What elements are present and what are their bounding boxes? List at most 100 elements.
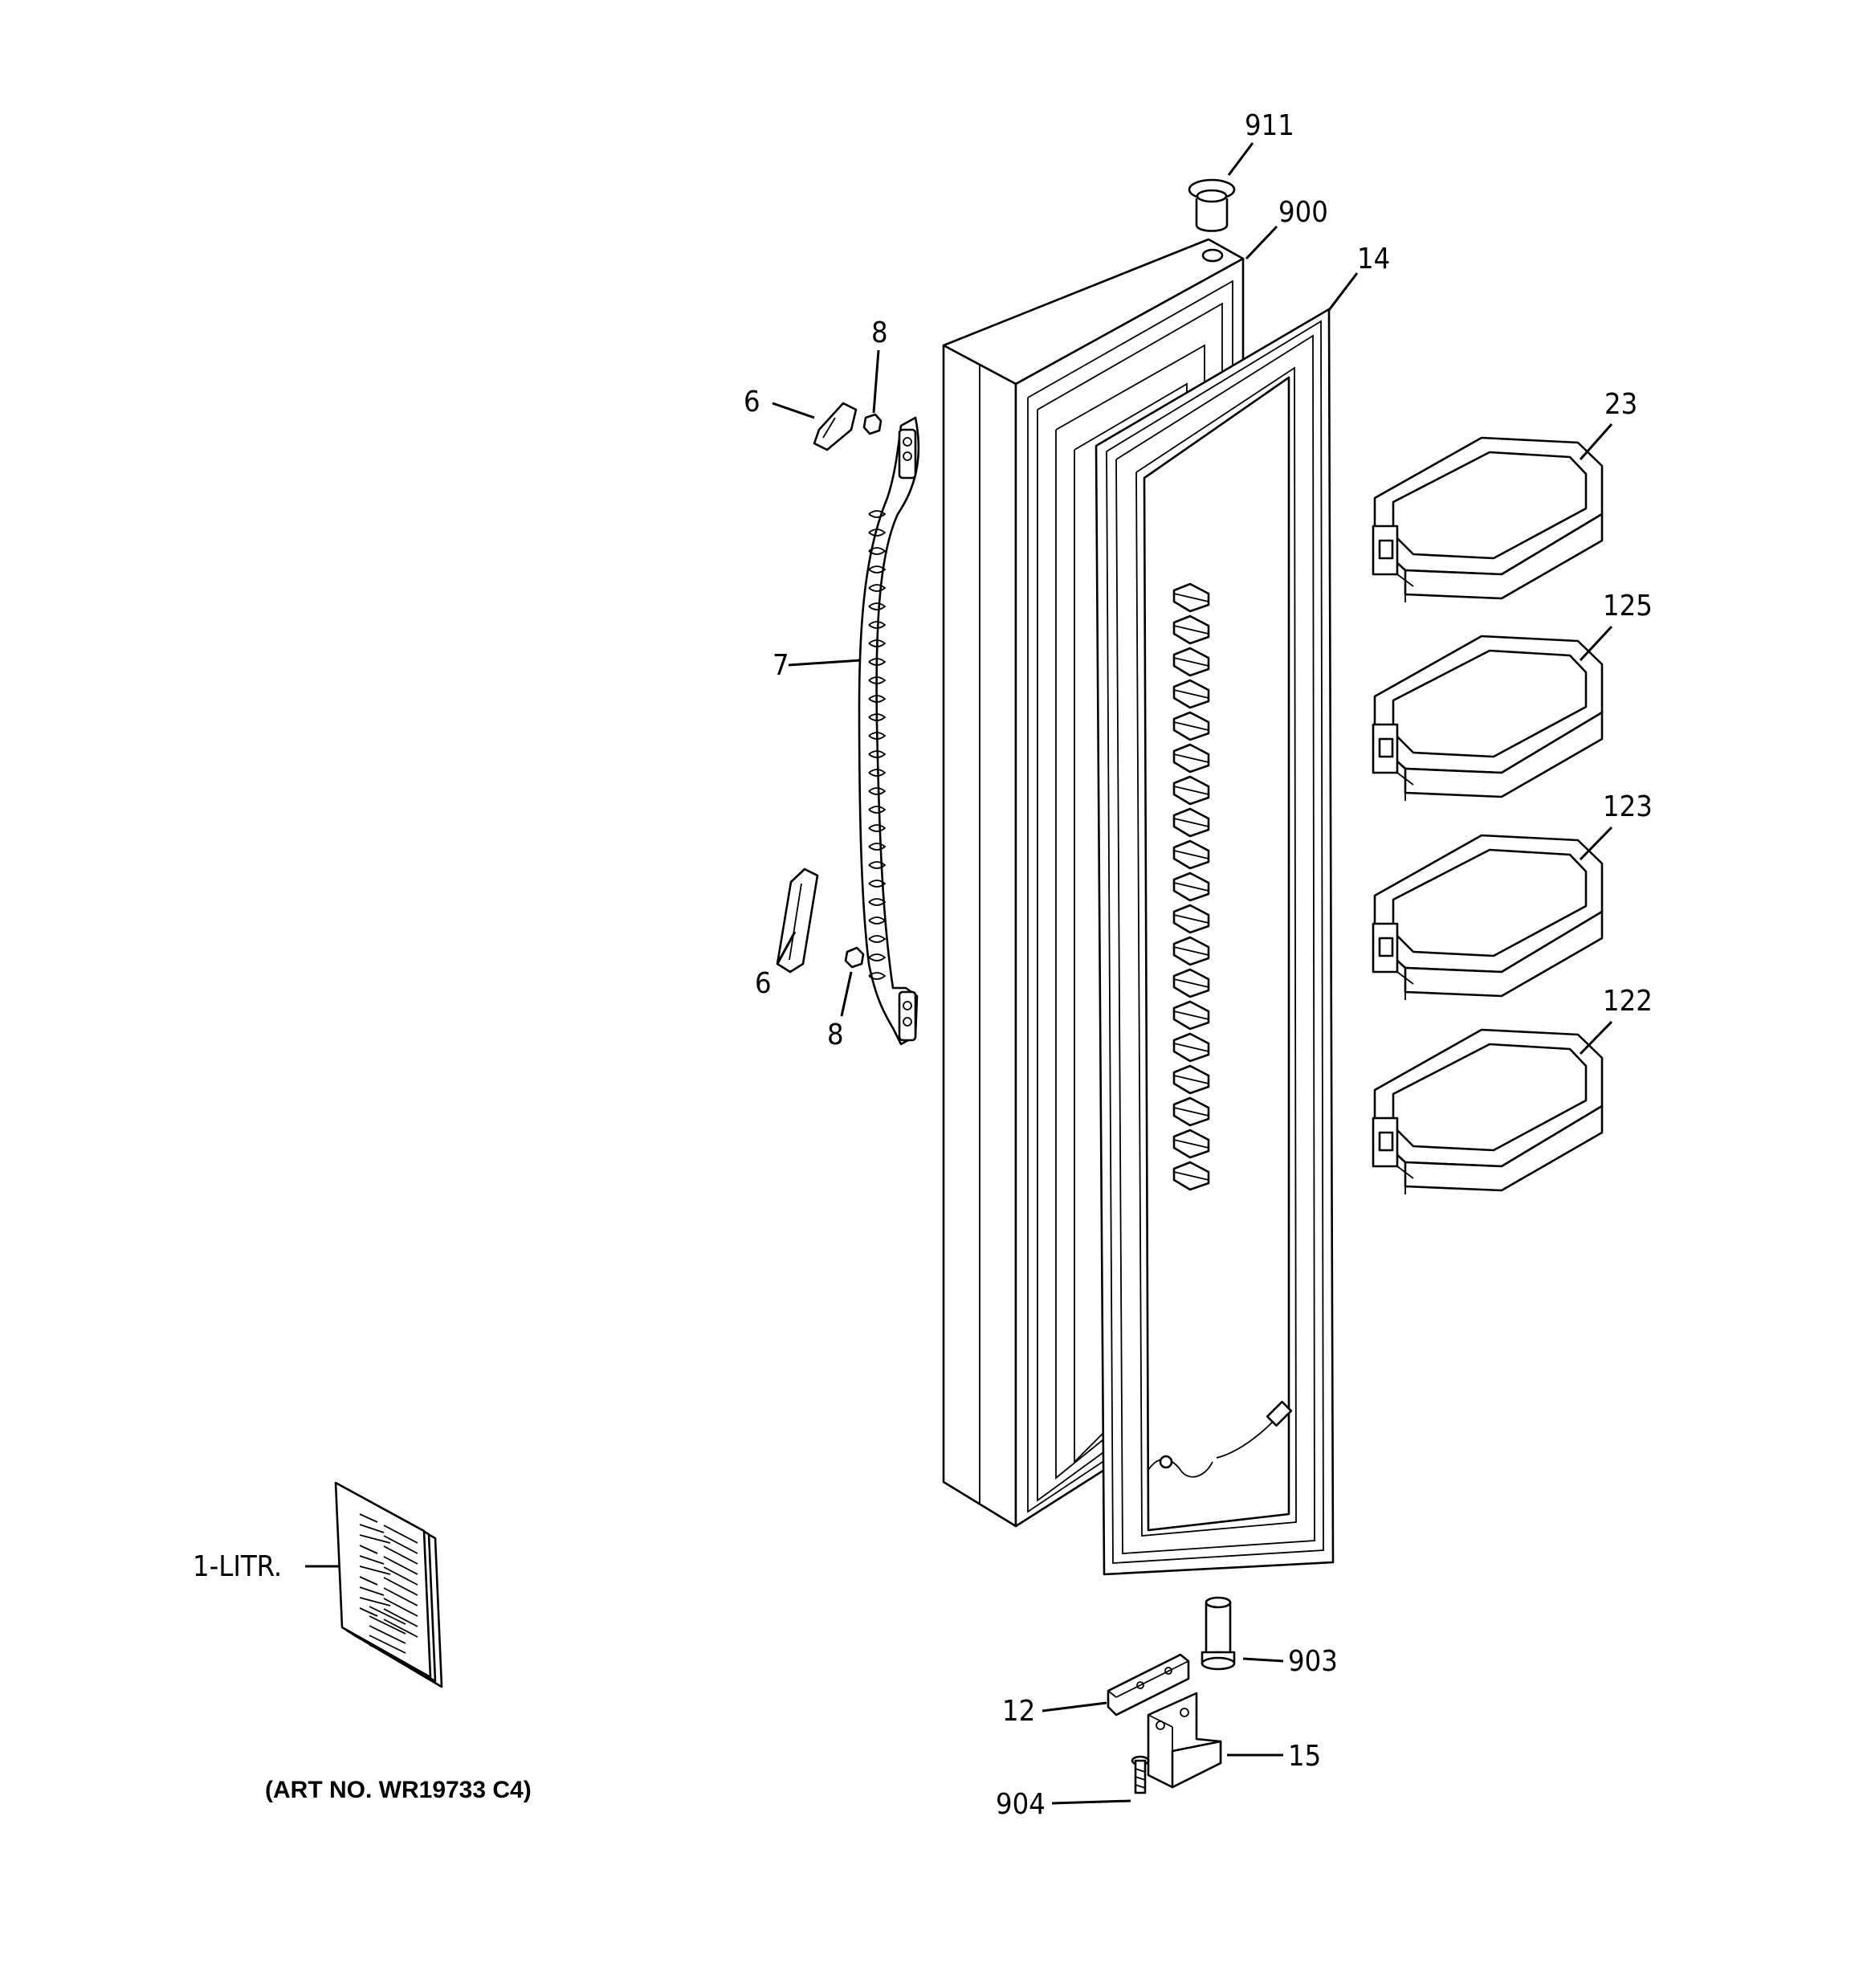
shelf-rail-tab <box>1172 647 1210 677</box>
shelf-rail-tab <box>1172 1064 1210 1095</box>
callout-904: 904 <box>996 1788 1046 1821</box>
callout-6-top: 6 <box>744 386 760 418</box>
handle-grip-bump <box>868 565 887 574</box>
door-bin <box>1372 834 1604 1000</box>
shelf-rail-tab <box>1172 743 1210 774</box>
shelf-rail-tab <box>1172 872 1210 902</box>
handle-screw-bottom <box>844 946 865 969</box>
handle-grip-bump <box>868 916 887 925</box>
shelf-rail-tab <box>1172 582 1210 613</box>
door-gasket <box>1095 308 1335 1576</box>
handle-screw-top <box>862 413 883 435</box>
manual-text-line <box>359 1545 378 1554</box>
handle-grip-bump <box>868 529 887 537</box>
shelf-rail-tab <box>1172 711 1210 741</box>
leader-lines <box>305 142 1613 1805</box>
callout-8-bottom: 8 <box>827 1018 844 1051</box>
door-wire-harness <box>1148 1400 1293 1478</box>
handle-grip-bump <box>868 639 887 647</box>
door-bins <box>1372 436 1604 1194</box>
handle-grip-bump <box>868 713 887 721</box>
handle-grip-bump <box>868 732 887 740</box>
manual-text-line <box>383 1556 418 1575</box>
handle-grip-bump <box>868 806 887 814</box>
door-bin <box>1372 436 1604 602</box>
callout-123: 123 <box>1603 790 1653 823</box>
shelf-rail-tab <box>1172 936 1210 966</box>
shelf-rail-tab <box>1172 1096 1210 1127</box>
handle-grip-bump <box>868 824 887 832</box>
handle-grip-bump <box>868 547 887 555</box>
handle-grip-bump <box>868 750 887 758</box>
art-number: (ART NO. WR19733 C4) <box>265 1777 532 1803</box>
callout-23: 23 <box>1604 388 1637 421</box>
manual-text-line <box>383 1577 418 1596</box>
handle-grip-bump <box>868 861 887 869</box>
literature-manual <box>334 1481 443 1688</box>
handle-end-cap-top <box>813 402 858 451</box>
door-bin <box>1372 1028 1604 1194</box>
manual-text-line <box>383 1619 418 1638</box>
handle-grip-bump <box>868 695 887 703</box>
callout-125: 125 <box>1603 590 1653 623</box>
handle-grip-bump <box>868 602 887 610</box>
callout-7: 7 <box>773 649 789 682</box>
door-bin <box>1372 635 1604 801</box>
manual-text-line <box>383 1525 418 1544</box>
manual-text-line <box>359 1565 391 1575</box>
bottom-hinge <box>1147 1692 1222 1789</box>
manual-text-line <box>383 1608 418 1627</box>
manual-text-line <box>359 1586 385 1596</box>
shelf-rail-tab <box>1172 904 1210 934</box>
manual-text-line <box>369 1615 406 1635</box>
handle-grip-bump <box>868 972 887 980</box>
shelf-rail-tab <box>1172 968 1210 998</box>
callout-8-top: 8 <box>871 316 888 349</box>
handle-grip-bump <box>868 843 887 851</box>
hinge-bushing-top <box>1188 178 1236 232</box>
callout-1-litr: 1-LITR. <box>193 1550 282 1583</box>
shelf-rail-tab <box>1172 614 1210 645</box>
hinge-screw <box>1131 1755 1150 1794</box>
handle-grip-bump <box>868 676 887 684</box>
shelf-rail-tab <box>1172 1129 1210 1159</box>
manual-text-line <box>383 1566 418 1586</box>
manual-text-line <box>383 1587 418 1606</box>
handle-grip-bump <box>868 769 887 777</box>
handle-end-cap-bottom <box>776 867 819 974</box>
handle-grip-bump <box>868 621 887 629</box>
door-handle <box>858 416 920 1046</box>
handle-grip-bump <box>868 510 887 518</box>
manual-text-line <box>369 1644 406 1663</box>
shelf-rail-tab <box>1172 807 1210 838</box>
callout-6-bottom: 6 <box>755 967 772 1000</box>
manual-text-line <box>359 1555 385 1565</box>
hinge-shim-plate <box>1107 1653 1190 1717</box>
callout-911: 911 <box>1245 109 1294 142</box>
callout-903: 903 <box>1288 1645 1338 1678</box>
manual-text-line <box>369 1635 406 1654</box>
callout-15: 15 <box>1288 1740 1321 1773</box>
callout-14: 14 <box>1357 243 1390 276</box>
handle-grip-bump <box>868 584 887 592</box>
shelf-rail-tab <box>1172 1161 1210 1191</box>
callout-122: 122 <box>1603 985 1653 1018</box>
shelf-rail-tab <box>1172 1032 1210 1063</box>
handle-grip-bump <box>868 953 887 961</box>
manual-text-line <box>383 1598 418 1617</box>
manual-text-line <box>359 1576 378 1586</box>
shelf-rail-tab <box>1172 775 1210 806</box>
shelf-rail-tab <box>1172 839 1210 870</box>
manual-text-line <box>359 1513 378 1523</box>
handle-grip-bump <box>868 658 887 666</box>
handle-grip-bump <box>868 787 887 795</box>
manual-text-line <box>369 1606 406 1625</box>
manual-text-line <box>359 1607 378 1617</box>
manual-text-line <box>359 1597 391 1606</box>
handle-grip-bump <box>868 935 887 943</box>
manual-text-line <box>359 1524 385 1533</box>
shelf-rail-tab <box>1172 679 1210 709</box>
manual-text-line <box>383 1535 418 1554</box>
shelf-rail-tab <box>1172 1000 1210 1031</box>
